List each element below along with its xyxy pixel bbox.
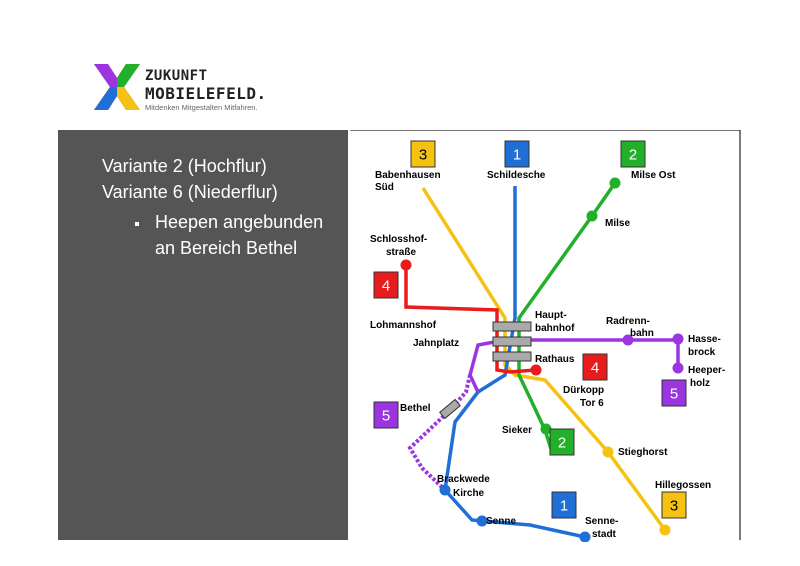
svg-text:2: 2 [629, 147, 637, 164]
label-schlosshof-2: straße [386, 247, 416, 258]
label-bethel: Bethel [400, 403, 431, 414]
label-hassebrock-1: Hasse- [688, 334, 721, 345]
label-duerkopp-2: Tor 6 [580, 398, 604, 409]
label-duerkopp-1: Dürkopp [563, 385, 604, 396]
label-heeperholz-1: Heeper- [688, 365, 725, 376]
stop-sieker-dot [540, 423, 552, 435]
jahnplatz-station-bar [492, 336, 532, 347]
hauptbahnhof-station-bar [492, 321, 532, 332]
label-radrennbahn-1: Radrenn- [606, 316, 650, 327]
stop-hassebrock-dot [672, 333, 684, 345]
label-schlosshof-1: Schlosshof- [370, 234, 427, 245]
label-milse-ost: Milse Ost [631, 170, 676, 181]
svg-text:2: 2 [558, 435, 566, 452]
stop-sennestadt-dot [579, 531, 591, 542]
stop-duerkopp-dot [530, 364, 542, 376]
badge-line-5-right: 5 [661, 379, 687, 407]
label-brackwede-2: Kirche [453, 488, 485, 499]
label-hauptbahnhof-2: bahnhof [535, 323, 575, 334]
label-hauptbahnhof-1: Haupt- [535, 310, 567, 321]
logo-mark-icon [94, 64, 140, 110]
stop-radrennbahn-dot [622, 334, 634, 346]
label-senne: Senne [486, 516, 516, 527]
stop-senne-dot [476, 515, 488, 527]
badge-line-5-left: 5 [373, 401, 399, 429]
logo-tagline: Mitdenken Mitgestalten Mitfahren. [145, 103, 258, 112]
badge-line-2-top: 2 [620, 140, 646, 168]
stop-schlosshof-dot [400, 259, 412, 271]
line-2-route [517, 181, 617, 453]
label-stieghorst: Stieghorst [618, 447, 668, 458]
logo-line2: MOBIELEFELD. [145, 84, 267, 103]
badge-line-3-top: 3 [410, 140, 436, 168]
bullet-line-1: Heepen angebunden [155, 212, 324, 232]
badge-line-4-mid: 4 [582, 353, 608, 381]
svg-text:3: 3 [670, 498, 678, 515]
logo-line1: ZUKUNFT [145, 68, 208, 84]
label-schildesche: Schildesche [487, 170, 546, 181]
stop-milse-ost-dot [609, 177, 621, 189]
svg-text:5: 5 [382, 408, 390, 425]
svg-text:1: 1 [560, 498, 568, 515]
stop-stieghorst-dot [602, 446, 614, 458]
stop-heeperholz-dot [672, 362, 684, 374]
label-lohmannshof: Lohmannshof [370, 320, 437, 331]
network-map: 3 1 2 4 4 5 5 2 1 3 Babenhausen Süd Schi… [350, 130, 741, 542]
badge-line-1-top: 1 [504, 140, 530, 168]
svg-text:5: 5 [670, 386, 678, 403]
svg-text:4: 4 [382, 278, 390, 295]
bullet-line-2: an Bereich Bethel [155, 238, 298, 258]
label-radrennbahn-2: bahn [630, 328, 654, 339]
label-hassebrock-2: brock [688, 347, 716, 358]
label-milse: Milse [605, 218, 630, 229]
variant-line-1: Variante 2 (Hochflur) [102, 156, 267, 176]
label-sennestadt-2: stadt [592, 529, 617, 540]
label-babenhausen-1: Babenhausen [375, 170, 441, 181]
variant-line-2: Variante 6 (Niederflur) [102, 182, 278, 202]
label-sieker: Sieker [502, 425, 532, 436]
label-rathaus: Rathaus [535, 354, 575, 365]
svg-text:4: 4 [591, 360, 599, 377]
label-hillegossen: Hillegossen [655, 480, 711, 491]
stop-hillegossen-dot [659, 524, 671, 536]
bullet-icon [135, 222, 139, 226]
label-sennestadt-1: Senne- [585, 516, 618, 527]
svg-text:1: 1 [513, 147, 521, 164]
text-panel [58, 130, 348, 540]
label-jahnplatz: Jahnplatz [413, 338, 459, 349]
label-brackwede-1: Brackwede [437, 474, 490, 485]
rathaus-station-bar [492, 351, 532, 362]
label-babenhausen-2: Süd [375, 182, 394, 193]
badge-line-1-bottom: 1 [551, 491, 577, 519]
badge-line-2-bottom: 2 [549, 428, 575, 456]
label-heeperholz-2: holz [690, 378, 710, 389]
badge-line-4-left: 4 [373, 271, 399, 299]
stop-brackwede-dot [439, 484, 451, 496]
svg-text:3: 3 [419, 147, 427, 164]
badge-line-3-bottom: 3 [661, 491, 687, 519]
stop-milse-dot [586, 210, 598, 222]
bethel-station-bar [439, 398, 461, 420]
zukunft-mobielefeld-logo: ZUKUNFT MOBIELEFELD. Mitdenken Mitgestal… [94, 60, 314, 120]
